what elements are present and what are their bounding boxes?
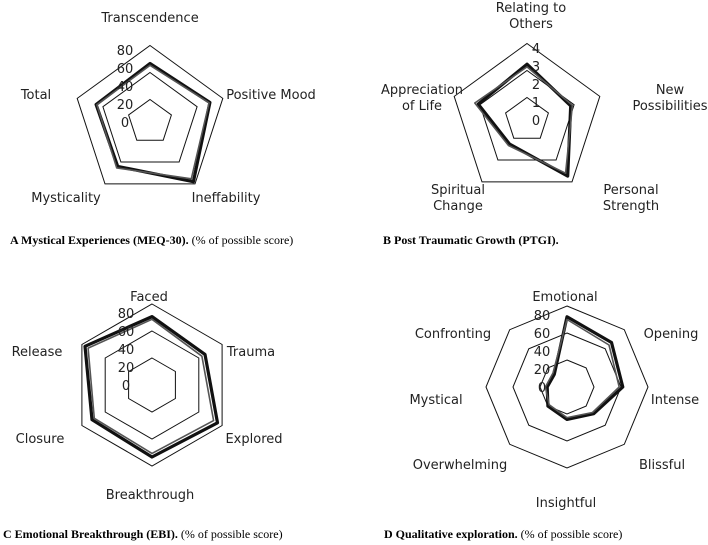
grid-ring-2 <box>104 330 200 440</box>
tick-label: 3 <box>532 60 540 75</box>
tick-label: 40 <box>118 343 135 358</box>
axis-label: Trauma <box>226 345 275 360</box>
grid-ring-1 <box>505 96 549 139</box>
series-line-2 <box>473 66 574 174</box>
axis-label: Blissful <box>639 458 685 473</box>
panel-caption: A Mystical Experiences (MEQ-30). (% of p… <box>10 233 293 247</box>
tick-label: 2 <box>532 78 540 93</box>
tick-label: 60 <box>118 325 135 340</box>
axis-label: Explored <box>225 432 282 447</box>
tick-label: 80 <box>117 44 134 59</box>
panel-caption: D Qualitative exploration. (% of possibl… <box>384 527 622 541</box>
grid-ring-2 <box>102 71 198 163</box>
axis-label: Closure <box>16 432 65 447</box>
tick-label: 40 <box>534 345 551 360</box>
axis-label: Positive Mood <box>226 88 316 103</box>
radar-chart-d: 0 20 40 60 80 EmotionalOpeningIntenseBlissful… <box>384 290 699 541</box>
axis-label: Confronting <box>415 327 491 342</box>
axis-label: Insightful <box>536 496 596 511</box>
panel-caption: C Emotional Breakthrough (EBI). (% of po… <box>3 527 283 541</box>
grid-ring-3 <box>453 42 601 183</box>
tick-label: 80 <box>118 307 135 322</box>
grid-ring-3 <box>485 305 649 469</box>
series-line-1 <box>83 315 220 459</box>
tick-label: 60 <box>534 327 551 342</box>
grid-ring-2 <box>512 332 622 442</box>
tick-label: 40 <box>117 80 134 95</box>
series-line-2 <box>96 64 210 180</box>
axis-label: Total <box>20 88 51 103</box>
tick-label: 4 <box>532 42 540 57</box>
axis-label: Faced <box>130 290 168 305</box>
tick-label: 80 <box>534 309 551 324</box>
tick-label: 0 <box>121 116 129 131</box>
axis-label: Intense <box>651 393 699 408</box>
tick-label: 0 <box>122 379 130 394</box>
axis-label: Transcendence <box>100 11 198 26</box>
tick-label: 20 <box>118 361 135 376</box>
grid-ring-1 <box>128 357 176 413</box>
axis-label: Mysticality <box>31 191 101 206</box>
grid-ring-2 <box>479 69 575 161</box>
series-line-1 <box>94 61 212 184</box>
series-line-1 <box>545 315 625 421</box>
axis-label: Release <box>12 345 63 360</box>
tick-label: 60 <box>117 62 134 77</box>
grid-ring-3 <box>81 303 223 467</box>
axis-label: Mystical <box>409 393 462 408</box>
radar-chart-c: 0 20 40 60 80 FacedTraumaExploredBreakthrough… <box>3 290 283 541</box>
tick-label: 20 <box>117 98 134 113</box>
axis-label: Ineffability <box>192 191 261 206</box>
axis-label: Breakthrough <box>106 488 195 503</box>
grid-ring-3 <box>76 44 224 185</box>
tick-label: 1 <box>532 96 540 111</box>
axis-label: Overwhelming <box>413 458 508 473</box>
grid-ring-1 <box>539 359 595 415</box>
series-line-2 <box>544 318 621 419</box>
tick-label: 0 <box>538 381 546 396</box>
tick-label: 20 <box>534 363 551 378</box>
axis-label: Opening <box>644 327 699 342</box>
axis-label: Emotional <box>532 290 597 305</box>
grid-ring-1 <box>128 98 172 141</box>
series-line-2 <box>87 318 215 455</box>
panel-caption: B Post Traumatic Growth (PTGI). <box>383 233 559 247</box>
tick-label: 0 <box>532 114 540 129</box>
